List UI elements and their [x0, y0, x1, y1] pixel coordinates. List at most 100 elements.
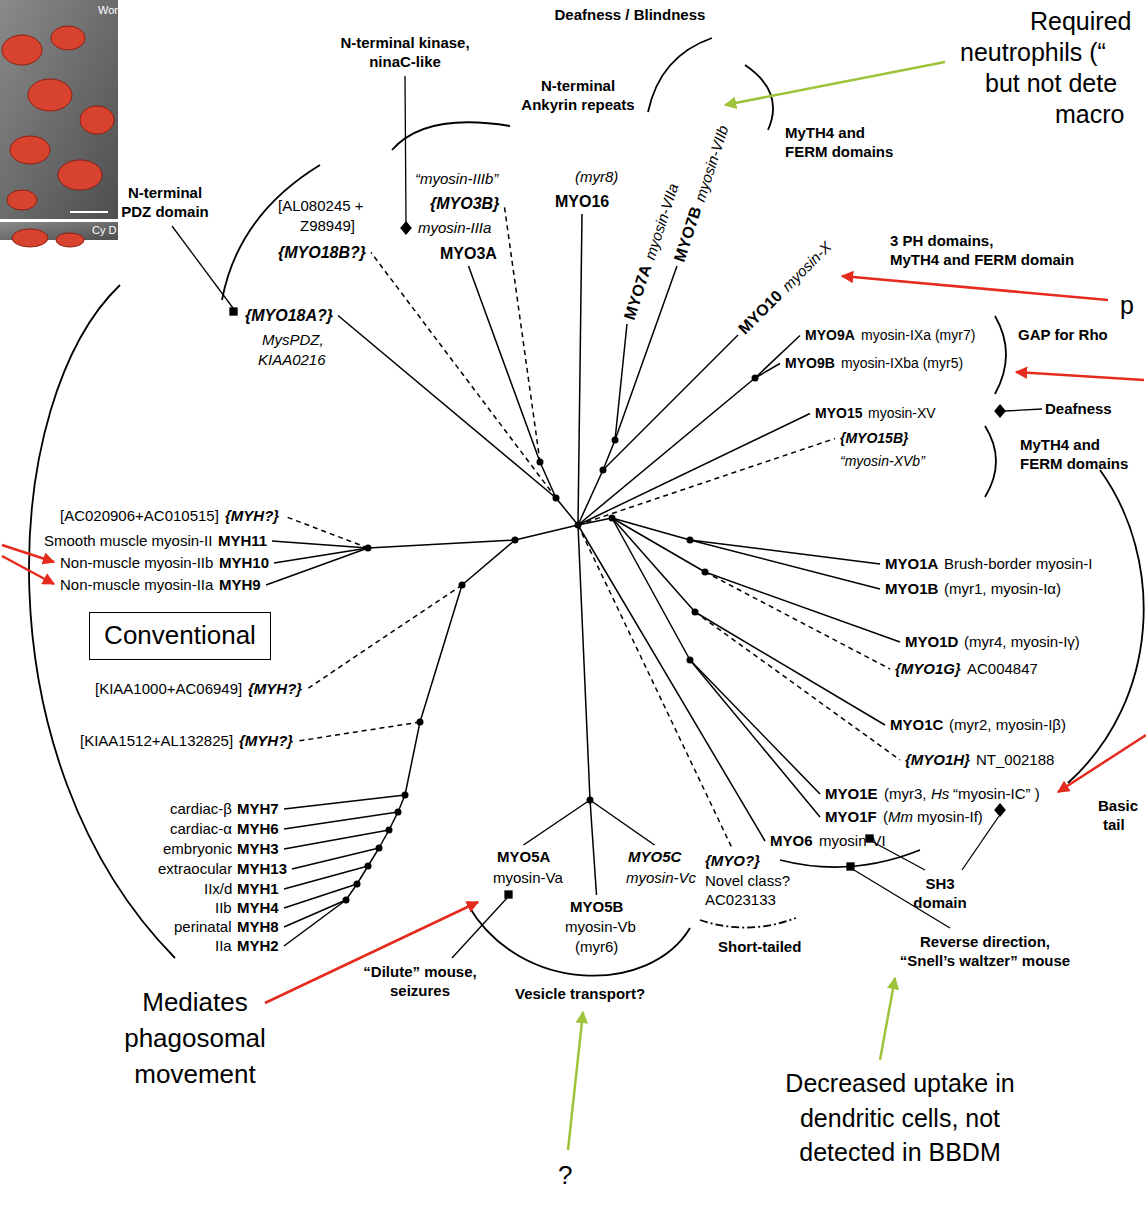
micrograph [70, 211, 108, 213]
tree-label: NT_002188 [976, 751, 1054, 769]
tree-branch [284, 516, 368, 548]
tree-branch [695, 612, 900, 760]
tree-branch [612, 518, 705, 572]
tree-label: MYH3 [237, 840, 279, 858]
tree-branch [284, 900, 346, 946]
tree-label: (myr6) [575, 938, 618, 956]
tree-branch [578, 439, 835, 526]
callout-arrow [1058, 735, 1146, 792]
tree-label: MYO1D [905, 633, 958, 651]
group-title: Conventional [104, 619, 256, 653]
tree-branch [556, 498, 578, 525]
tree-label: Basic [1098, 797, 1138, 815]
branch-node [417, 719, 424, 726]
branch-node [365, 863, 372, 870]
micrograph [28, 79, 72, 111]
annotation-text: ? [558, 1160, 572, 1191]
tree-label: MYO1F [825, 808, 877, 826]
pointer-line [452, 898, 507, 958]
tree-label: embryonic [163, 840, 232, 858]
tree-label: myosin-IXba (myr5) [841, 355, 963, 372]
tree-branch [368, 540, 515, 548]
tree-branch [504, 204, 540, 463]
tree-branch [274, 548, 368, 563]
tree-label: MYH2 [237, 937, 279, 955]
tree-label: N-terminal Ankyrin repeats [518, 77, 638, 115]
tree-label: “Dilute” mouse, seizures [358, 963, 483, 1001]
tree-label: IIb [215, 899, 232, 917]
tree-label: [KIAA1512+AL132825] [80, 732, 233, 750]
clade-bracket [392, 122, 510, 150]
micrograph [0, 0, 118, 219]
tree-label: MYH11 [218, 532, 267, 550]
tree-label: Mm [888, 808, 913, 826]
tree-branch [292, 848, 379, 869]
pointer-line [172, 226, 233, 308]
tree-label: {MYO18B?} [278, 243, 366, 262]
tree-label: cardiac-α [170, 820, 232, 838]
tree-branch [371, 253, 556, 499]
branch-node [459, 582, 466, 589]
tree-branch [705, 572, 890, 669]
pointer-line [995, 804, 1005, 816]
micrograph [0, 0, 118, 247]
branch-node [376, 845, 383, 852]
branch-node [600, 467, 607, 474]
tree-branch [578, 414, 810, 526]
branch-node [512, 537, 519, 544]
pointer-line [847, 863, 854, 870]
branch-node [612, 437, 619, 444]
tree-label: myosin-X [778, 238, 835, 295]
tree-label: myosin-IIIa [418, 219, 491, 237]
callout-arrow [1016, 372, 1144, 380]
tree-label: SH3 domain [909, 875, 971, 913]
tree-branch [690, 540, 880, 564]
tree-label: MYH6 [237, 820, 279, 838]
pointer-line [401, 222, 411, 234]
annotation-text: Required [1030, 6, 1131, 36]
branch-node [687, 537, 694, 544]
callout-arrow [2, 62, 1146, 1150]
tree-branch [578, 518, 612, 525]
tree-label: cardiac-β [170, 800, 232, 818]
micrograph [12, 229, 48, 247]
tree-branch [284, 866, 368, 889]
branch-node [386, 827, 393, 834]
tree-branch [755, 364, 780, 379]
tree-label: (myr1, myosin-Iα) [944, 580, 1061, 598]
tree-label: IIx/d [204, 880, 232, 898]
pointer-line [995, 405, 1005, 417]
tree-branch [578, 378, 755, 525]
micrograph [2, 26, 114, 247]
tree-label: “myosin-XVb” [840, 453, 925, 470]
annotation-text: macro [1055, 99, 1124, 129]
branch-node [575, 522, 582, 529]
tree-label: {MYO3B} [430, 194, 499, 213]
callout-arrow [2, 556, 54, 584]
micrograph [10, 136, 50, 164]
callout-arrow [568, 1012, 583, 1150]
tree-label: (myr8) [575, 168, 618, 186]
photo-label: Wort [98, 4, 121, 17]
tree-label: {MYH?} [225, 507, 279, 525]
tree-branch [603, 440, 615, 470]
tree-label: (myr4, myosin-Iγ) [964, 633, 1080, 651]
tree-label: Smooth muscle myosin-II [44, 532, 212, 550]
micrograph [2, 35, 42, 65]
tree-label: 3 PH domains, [890, 232, 993, 250]
tree-branch [578, 525, 733, 849]
tree-label: {MYO1G} [895, 660, 961, 678]
tree-branch [612, 518, 690, 540]
tree-label: MYO7A [620, 262, 656, 322]
tree-label: MYH7 [237, 800, 279, 818]
tree-label: N-terminal PDZ domain [118, 184, 213, 222]
tree-branch [284, 795, 405, 809]
tree-label: {MYH?} [239, 732, 293, 750]
tree-branch [612, 518, 690, 660]
tree-branch [420, 585, 462, 722]
tree-label: MYO5A [497, 848, 550, 866]
tree-label: MYH9 [219, 576, 261, 594]
branch-node [692, 609, 699, 616]
tree-label: KIAA0216 [258, 351, 326, 369]
tree-branch [284, 830, 389, 849]
